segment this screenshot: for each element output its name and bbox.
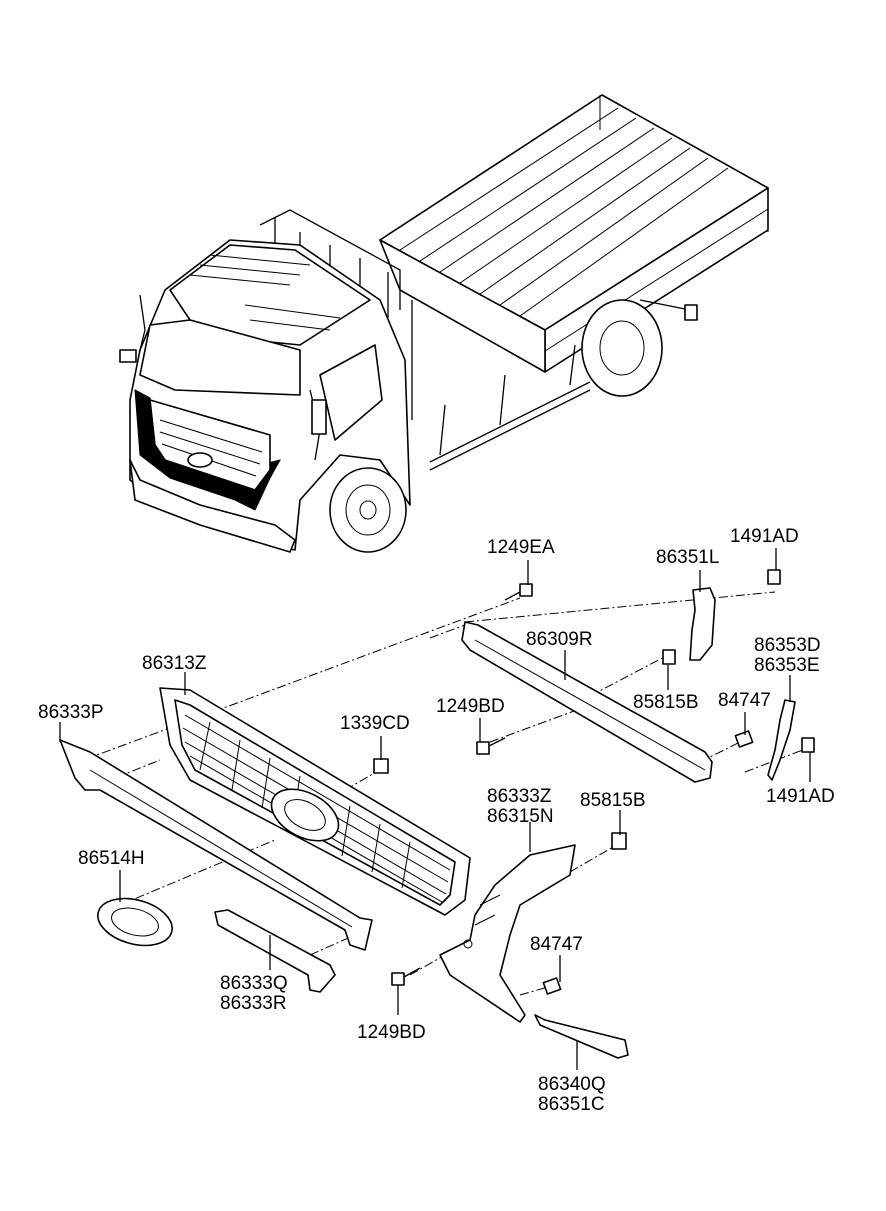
label-86353D: 86353D [754,635,821,656]
part-85815B-bot [611,832,627,850]
part-86353D [767,699,796,781]
part-86333Z-bracket [439,844,576,1023]
part-86333Q [214,909,336,993]
label-85815B-top: 85815B [633,692,699,713]
label-1339CD: 1339CD [340,713,410,734]
label-1491AD-top: 1491AD [730,526,799,547]
label-86309R: 86309R [526,629,593,650]
part-1249BD-screw-bot [391,967,421,986]
leader-lines [59,548,811,1070]
label-86340Q: 86340Q [538,1074,606,1095]
label-1249EA: 1249EA [487,537,555,558]
part-86309R [461,621,713,783]
part-1249BD-screw-mid [476,737,506,755]
label-1249BD-bot: 1249BD [357,1022,426,1043]
label-86333Q: 86333Q [220,973,288,994]
label-86333P: 86333P [38,702,104,723]
part-1249EA-screw [504,583,533,601]
label-84747-top: 84747 [718,690,771,711]
label-86313Z: 86313Z [142,653,207,674]
truck-illustration [119,94,769,553]
part-84747-top [734,730,754,748]
part-85815B-top [662,649,676,665]
label-85815B-bot: 85815B [580,790,646,811]
label-86315N: 86315N [487,806,554,827]
part-86351L [689,587,716,661]
label-1249BD-mid: 1249BD [436,696,505,717]
label-86351C: 86351C [538,1094,605,1115]
part-86514H-emblem [97,897,173,947]
label-84747-bot: 84747 [530,934,583,955]
part-1339CD [373,758,389,774]
part-86340Q [534,1014,629,1059]
label-86353E: 86353E [754,655,820,676]
part-1491AD-bot [801,737,815,753]
part-84747-bot [542,977,562,995]
label-1491AD-bot: 1491AD [766,786,835,807]
part-1491AD-top [767,569,781,585]
label-86333R: 86333R [220,993,287,1014]
label-86333Z: 86333Z [487,786,552,807]
part-86313Z-grille [159,687,471,916]
label-86351L: 86351L [656,547,719,568]
assembly-lines [69,591,809,996]
label-86514H: 86514H [78,848,145,869]
